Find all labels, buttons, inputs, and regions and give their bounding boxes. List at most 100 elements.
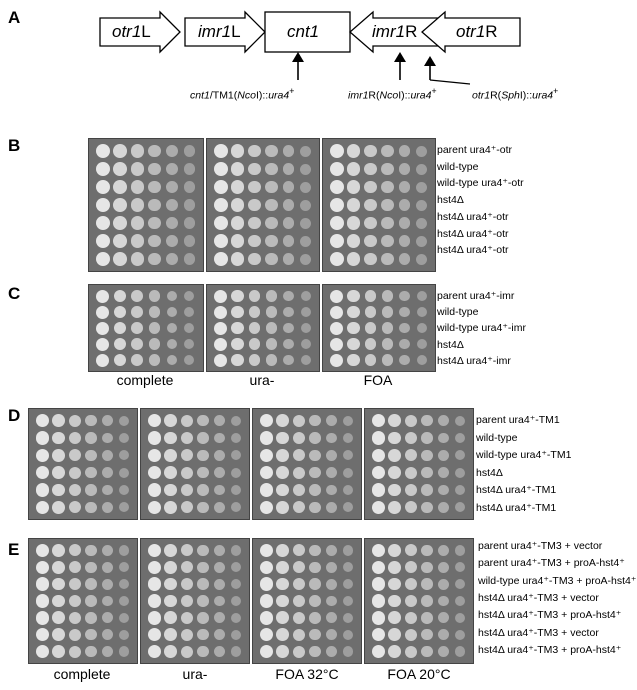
colony-spot: [85, 578, 97, 590]
colony-spot: [259, 483, 273, 497]
colony-spot: [95, 179, 110, 195]
colony-spot: [347, 305, 360, 319]
colony-spot: [180, 544, 193, 557]
colony-spot: [265, 180, 278, 194]
colony-spot: [398, 199, 411, 211]
colony-spot: [68, 483, 81, 497]
panel-letter-a: A: [8, 8, 21, 27]
colony-spot: [113, 216, 127, 230]
colony-spot: [166, 322, 178, 334]
colony-spot: [147, 644, 161, 659]
colony-spot: [113, 305, 127, 319]
colony-spot: [381, 144, 394, 158]
colony-spot: [213, 144, 228, 158]
colony-spot: [35, 431, 49, 445]
colony-spot: [102, 415, 113, 427]
colony-spot: [416, 339, 427, 349]
colony-spot: [148, 198, 161, 212]
colony-spot: [364, 354, 377, 366]
colony-spot: [454, 467, 465, 478]
colony-spot: [197, 449, 209, 462]
colony-spot: [326, 484, 337, 496]
colony-spot: [85, 449, 97, 462]
centromere-map: [99, 10, 521, 85]
colony-spot: [230, 467, 241, 478]
colony-spot: [147, 594, 161, 608]
colony-spot: [197, 466, 209, 479]
colony-spot: [300, 355, 311, 365]
colony-spot: [300, 199, 311, 211]
colony-spot: [164, 500, 177, 514]
colony-spot: [309, 432, 321, 444]
colony-spot: [276, 483, 289, 497]
colony-spot: [259, 414, 273, 428]
colony-spot: [438, 578, 449, 590]
colony-spot: [118, 432, 129, 444]
colony-spot: [85, 432, 97, 444]
colony-spot: [68, 449, 81, 462]
colony-spot: [130, 234, 144, 248]
colony-spot: [197, 484, 209, 496]
colony-spot: [342, 562, 353, 573]
colony-spot: [130, 144, 144, 158]
colony-spot: [454, 562, 465, 573]
colony-spot: [166, 290, 178, 302]
colony-spot: [130, 252, 144, 266]
strain-label: hst4Δ ura4⁺-TM3 + proA-hst4⁺: [478, 609, 622, 622]
colony-spot: [230, 450, 241, 461]
colony-spot: [183, 163, 195, 175]
colony-spot: [326, 646, 337, 658]
colony-spot: [404, 501, 417, 514]
colony-spot: [35, 577, 49, 591]
colony-spot: [164, 483, 177, 497]
colony-spot: [329, 144, 344, 158]
colony-spot: [230, 180, 245, 194]
colony-spot: [342, 578, 353, 590]
colony-spot: [68, 466, 81, 479]
colony-spot: [197, 612, 209, 624]
otr1l-arrow: [99, 10, 181, 54]
panel-letter-c: C: [8, 284, 21, 303]
colony-spot: [276, 577, 289, 591]
colony-spot: [416, 145, 427, 157]
colony-spot: [364, 306, 377, 318]
colony-spot: [292, 578, 305, 591]
agar-plate: [322, 284, 436, 372]
colony-spot: [371, 628, 385, 642]
colony-spot: [438, 612, 449, 624]
colony-spot: [330, 289, 343, 303]
colony-spot: [148, 216, 161, 230]
colony-spot: [404, 628, 417, 641]
colony-spot: [180, 611, 193, 624]
colony-spot: [364, 252, 377, 266]
panel-letter-e: E: [8, 540, 20, 559]
colony-spot: [149, 322, 161, 334]
colony-spot: [130, 180, 144, 194]
colony-spot: [230, 252, 245, 266]
colony-spot: [309, 628, 321, 641]
agar-plate: [88, 138, 204, 272]
colony-spot: [248, 252, 261, 266]
colony-spot: [347, 337, 360, 351]
colony-spot: [371, 611, 385, 625]
colony-spot: [292, 645, 305, 658]
colony-spot: [381, 338, 394, 350]
colony-spot: [388, 483, 401, 497]
colony-spot: [309, 645, 321, 658]
colony-spot: [95, 161, 110, 177]
colony-spot: [230, 562, 241, 573]
condition-e-ura: ura-: [182, 666, 208, 682]
colony-spot: [292, 561, 305, 574]
colony-spot: [292, 414, 305, 427]
condition-e-foa20: FOA 20°C: [387, 666, 451, 682]
colony-spot: [231, 305, 244, 319]
colony-spot: [213, 234, 228, 248]
colony-spot: [416, 323, 427, 333]
colony-spot: [326, 612, 337, 624]
colony-spot: [183, 217, 195, 229]
colony-spot: [421, 628, 433, 641]
colony-spot: [118, 450, 129, 461]
colony-spot: [147, 560, 161, 574]
colony-spot: [147, 483, 161, 497]
colony-spot: [404, 414, 417, 427]
